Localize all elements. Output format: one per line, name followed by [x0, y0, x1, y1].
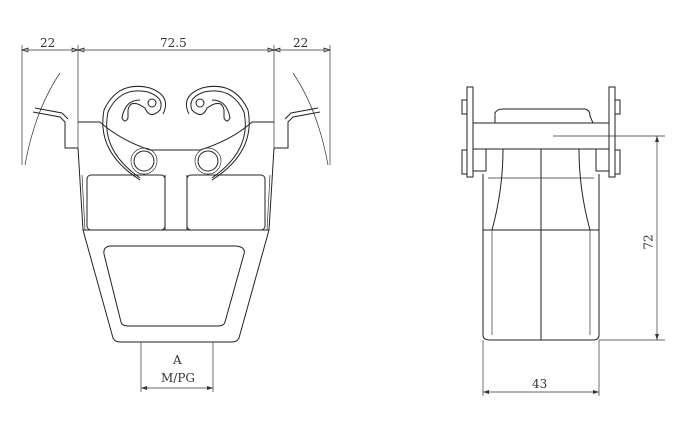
dim-left-label: 22 — [40, 36, 56, 50]
dim-right-label: 22 — [293, 36, 309, 50]
cable-entry-label: A — [173, 353, 182, 367]
dim-center-label: 72.5 — [160, 36, 187, 50]
cable-entry-thread-label: M/PG — [161, 371, 195, 385]
side-view — [461, 86, 665, 396]
front-view — [20, 45, 332, 392]
dim-height-label: 72 — [641, 234, 656, 250]
dim-width-label: 43 — [532, 377, 548, 391]
